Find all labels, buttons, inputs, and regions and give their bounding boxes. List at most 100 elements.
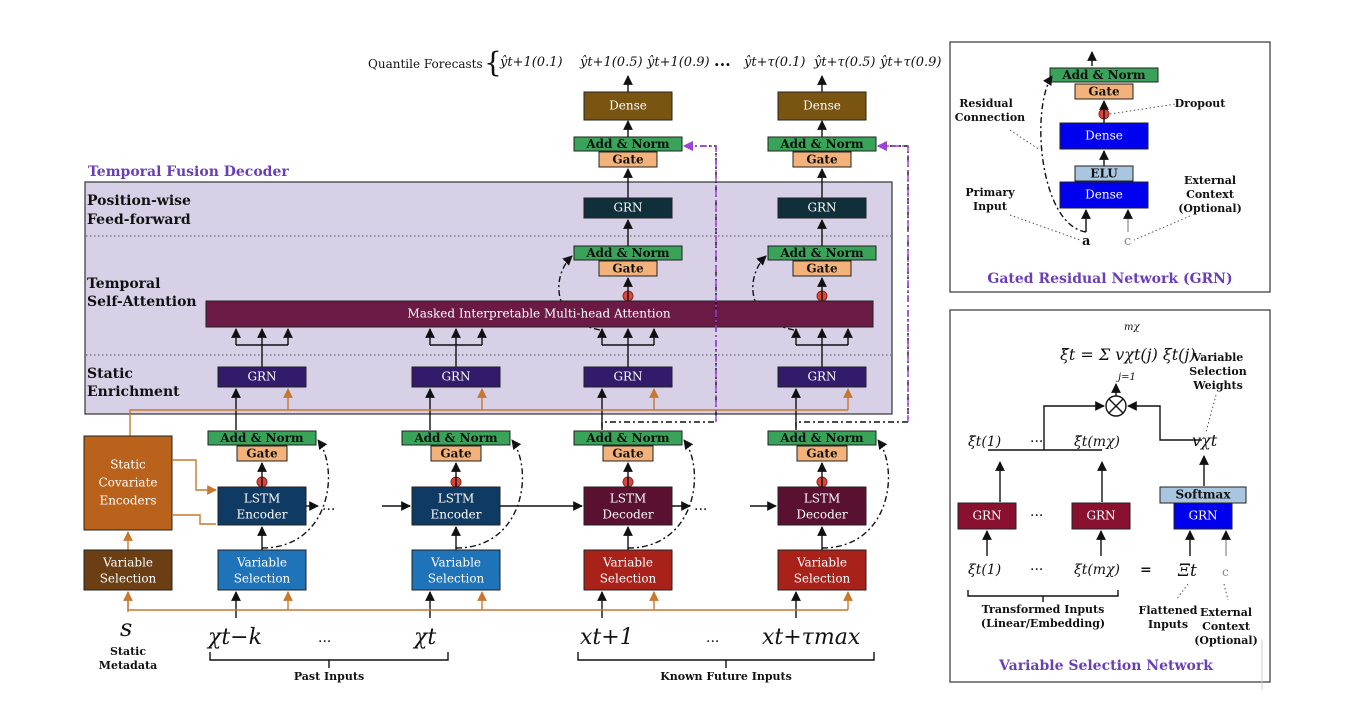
- input-chi-t: χt: [412, 625, 436, 650]
- vsn-xi-1: ξt(1): [968, 562, 1001, 578]
- chain-dots-2: ...: [694, 498, 707, 514]
- lstm-enc2-l2: Encoder: [431, 508, 482, 522]
- layer-ff-label-1: Position-wise: [87, 193, 191, 209]
- grn-ff-col4: [777, 197, 867, 219]
- add-norm-label-lstm3: Add & Norm: [585, 431, 670, 445]
- vsn-sum-bottom: j=1: [1116, 372, 1136, 383]
- grn-panel-gate: [1074, 83, 1134, 100]
- forecast-1: ŷt+1(0.1): [499, 55, 563, 70]
- input-x-t1: xt+1: [580, 625, 634, 650]
- layer-attn-label-2: Self-Attention: [87, 294, 197, 310]
- grn-panel-dense-top-label: Dense: [1085, 129, 1123, 143]
- gate-label-lstm1: Gate: [246, 447, 278, 461]
- add-norm-label-col4-attn: Add & Norm: [779, 246, 864, 260]
- grn-residual-l2: Connection: [955, 111, 1025, 124]
- vsn-weights-l1: Variable: [1192, 351, 1244, 364]
- vsn-external-l1: External: [1200, 606, 1252, 619]
- vsn-softmax-label: Softmax: [1175, 488, 1231, 502]
- vsn-grn-1-label: GRN: [972, 509, 1001, 523]
- vs3-l1: Variable: [602, 556, 653, 570]
- grn-residual-l1: Residual: [959, 97, 1013, 110]
- vsn-transformed-l2: (Linear/Embedding): [981, 617, 1105, 630]
- vsn-dots-top: ···: [1030, 434, 1043, 450]
- attention-label: Masked Interpretable Multi-head Attentio…: [407, 307, 670, 321]
- gate-label-lstm4: Gate: [806, 447, 838, 461]
- add-norm-col3-top: [573, 136, 683, 152]
- vsn-grn-1: [957, 502, 1017, 530]
- vs4-l2: Selection: [794, 572, 851, 586]
- layer-enrich-label-2: Enrichment: [87, 384, 180, 400]
- lstm-enc1-l2: Encoder: [237, 508, 288, 522]
- vsn-external-l3: (Optional): [1194, 634, 1258, 647]
- grn-enrich-col2: [411, 366, 501, 388]
- input-x-tmax: xt+τmax: [762, 625, 861, 650]
- forecast-3: ŷt+1(0.9): [646, 55, 710, 70]
- layer-enrich-label-1: Static: [87, 366, 133, 382]
- lstm-dec2-l1: LSTM: [804, 492, 840, 506]
- var-sel-col1: [217, 549, 307, 591]
- grn-ff-col3: [583, 197, 673, 219]
- add-norm-label-lstm2: Add & Norm: [413, 431, 498, 445]
- vsn-grn-blue-label: GRN: [1188, 509, 1217, 523]
- gate-col3-attn: [598, 260, 658, 277]
- vsn-flattened-l1: Flattened: [1139, 604, 1198, 617]
- vsn-dots-mid: ···: [1030, 508, 1043, 524]
- grn-primary-l1: Primary: [965, 186, 1015, 199]
- grn-external-l2: Context: [1186, 188, 1235, 201]
- grn-enrich-col3: [583, 366, 673, 388]
- lstm-decoder-2: [777, 486, 867, 526]
- static-metadata-l2: Metadata: [99, 659, 157, 672]
- grn-enrich-col4: [777, 366, 867, 388]
- decoder-title: Temporal Fusion Decoder: [88, 164, 289, 180]
- gate-label-col3-top: Gate: [612, 153, 644, 167]
- forecast-4: ŷt+τ(0.1): [743, 55, 805, 70]
- grn-panel-c: c: [1124, 234, 1131, 249]
- brace-glyph: {: [484, 46, 502, 79]
- gate-label-lstm2: Gate: [440, 447, 472, 461]
- var-sel-col4: [777, 549, 867, 591]
- lstm-dec2-l2: Decoder: [796, 508, 847, 522]
- vsn-sum-top: mχ: [1124, 322, 1140, 333]
- inputs-dots-2: ...: [706, 630, 719, 646]
- static-variable-selection: [83, 549, 173, 591]
- quantile-label: Quantile Forecasts: [368, 57, 483, 71]
- vs2-l1: Variable: [430, 556, 481, 570]
- known-future-label: Known Future Inputs: [660, 670, 792, 683]
- lstm-enc2-l1: LSTM: [438, 492, 474, 506]
- lstm-dec1-l1: LSTM: [610, 492, 646, 506]
- add-norm-col3-attn: [573, 245, 683, 261]
- vsn-formula: ξ̃t = Σ vχt(j) ξt(j): [1060, 345, 1196, 364]
- dense-box-col3: [583, 91, 673, 121]
- vsn-grn-2: [1071, 502, 1131, 530]
- vsn-grn-2-label: GRN: [1086, 509, 1115, 523]
- grn-enrich-col1: [217, 366, 307, 388]
- vsn-c: c: [1222, 565, 1229, 579]
- dense-box-col4: [777, 91, 867, 121]
- grn-primary-l2: Input: [973, 200, 1008, 213]
- grn-external-l3: (Optional): [1178, 202, 1242, 215]
- add-norm-col4-attn: [767, 245, 877, 261]
- lstm-encoder-2: [411, 486, 501, 526]
- var-sel-col2: [411, 549, 501, 591]
- vsn-xi-tilde-1: ξ̃t(1): [968, 434, 1001, 450]
- grn-dropout: Dropout: [1175, 97, 1227, 110]
- grn-enrich-label-col3: GRN: [613, 370, 642, 384]
- grn-ff-label-col3: GRN: [613, 201, 642, 215]
- add-norm-label-col3-attn: Add & Norm: [585, 246, 670, 260]
- vsn-xi-2: ξt(mχ): [1074, 562, 1120, 578]
- past-inputs-label: Past Inputs: [294, 670, 364, 683]
- vsn-xi-tilde-2: ξ̃t(mχ): [1074, 434, 1120, 450]
- vsn-grn-blue: [1173, 502, 1233, 530]
- grn-external-l1: External: [1184, 174, 1236, 187]
- vs4-l1: Variable: [796, 556, 847, 570]
- gate-col3-top: [598, 151, 658, 168]
- vsn-weights-l2: Selection: [1189, 365, 1246, 378]
- forecast-6: ŷt+τ(0.9): [879, 55, 941, 70]
- static-enc-l2: Covariate: [99, 476, 158, 490]
- vsn-flattened-l2: Inputs: [1148, 618, 1188, 631]
- static-covariate-encoders: [83, 435, 173, 531]
- static-symbol: s: [120, 614, 132, 642]
- grn-panel-elu-label: ELU: [1090, 167, 1118, 181]
- static-vs-l2: Selection: [100, 572, 157, 586]
- grn-panel-title: Gated Residual Network (GRN): [987, 271, 1232, 287]
